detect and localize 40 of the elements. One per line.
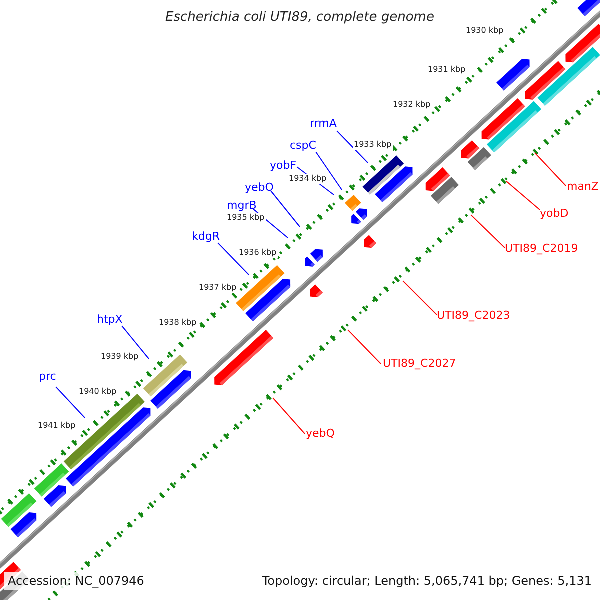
leader-line (122, 326, 150, 360)
leader-line (56, 386, 86, 418)
scale-label: 1934 kbp (288, 174, 328, 184)
scale-label: 1940 kbp (78, 387, 118, 397)
gene-label: UTI89_C2027 (383, 358, 456, 369)
leader-line (534, 152, 566, 186)
leader-line (506, 180, 540, 210)
gene-label: UTI89_C2023 (437, 310, 510, 321)
leader-line (470, 214, 506, 248)
leader-line (348, 330, 382, 364)
gene-label: yobF (270, 160, 297, 171)
scale-label: 1935 kbp (226, 213, 266, 223)
gene-label: prc (39, 371, 56, 382)
leader-line (218, 242, 250, 276)
scale-label: 1938 kbp (158, 318, 198, 328)
scale-label: 1930 kbp (465, 26, 505, 36)
scale-label: 1941 kbp (37, 421, 77, 431)
leader-line (270, 190, 300, 228)
leader-line (336, 130, 368, 164)
gene-label: kdgR (192, 231, 220, 242)
gene-label: rrmA (310, 118, 337, 129)
gene-label: mgrB (227, 200, 257, 211)
scale-label: 1932 kbp (392, 100, 432, 110)
leader-line (402, 280, 438, 316)
gene-label: manZ (567, 181, 599, 192)
gene-label: cspC (290, 140, 316, 151)
leader-line (316, 152, 342, 190)
gene-label: UTI89_C2019 (505, 243, 578, 254)
gene-label: yobD (540, 208, 569, 219)
scale-label: 1931 kbp (427, 65, 467, 75)
genome-info-label: Topology: circular; Length: 5,065,741 bp; Genes: 5,131 (262, 575, 592, 587)
scale-label: 1939 kbp (100, 352, 140, 362)
title: Escherichia coli UTI89, complete genome (164, 11, 436, 24)
scale-label: 1936 kbp (238, 248, 278, 258)
gene-label: yebO (245, 182, 274, 193)
scale-label: 1937 kbp (198, 283, 238, 293)
gene-label: yebQ (306, 428, 335, 439)
scale-label: 1933 kbp (353, 140, 393, 150)
gene-label: htpX (97, 314, 123, 325)
leader-line (272, 398, 306, 434)
